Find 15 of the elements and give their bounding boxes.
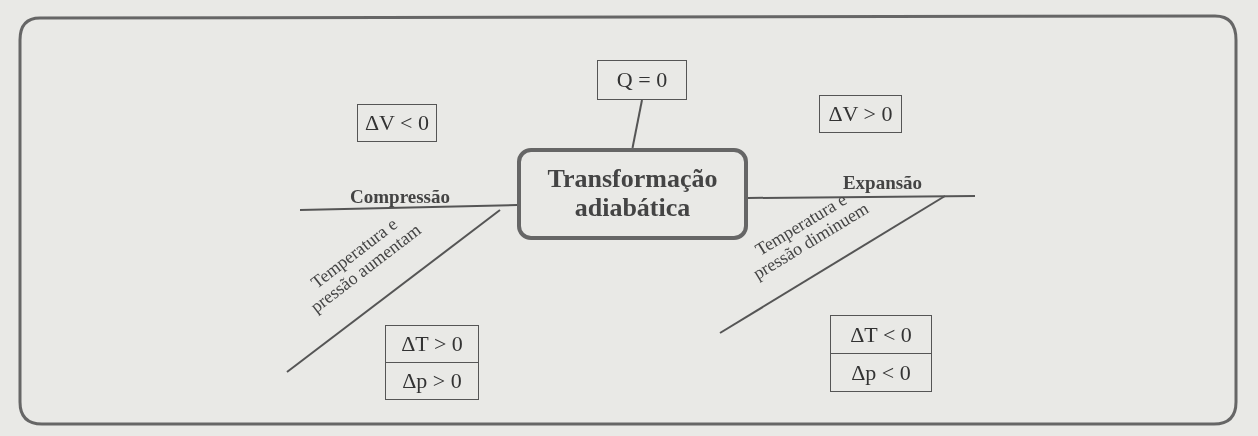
value-box: Δp > 0 (385, 362, 479, 400)
branch-title: Compressão (300, 172, 500, 208)
branch-title: Expansão (790, 162, 975, 194)
value-box: Q = 0 (597, 60, 687, 100)
value-box: ΔV > 0 (819, 95, 902, 133)
value-box: ΔT < 0 (830, 315, 932, 354)
value-box: Δp < 0 (830, 353, 932, 392)
connector-line (286, 209, 501, 373)
connector-line (631, 99, 643, 149)
connector-line (299, 204, 518, 211)
value-box: ΔV < 0 (357, 104, 437, 142)
connector-line (719, 195, 946, 334)
value-box: ΔT > 0 (385, 325, 479, 363)
connector-line (747, 195, 976, 199)
central-box: Transformação adiabática (517, 148, 748, 240)
